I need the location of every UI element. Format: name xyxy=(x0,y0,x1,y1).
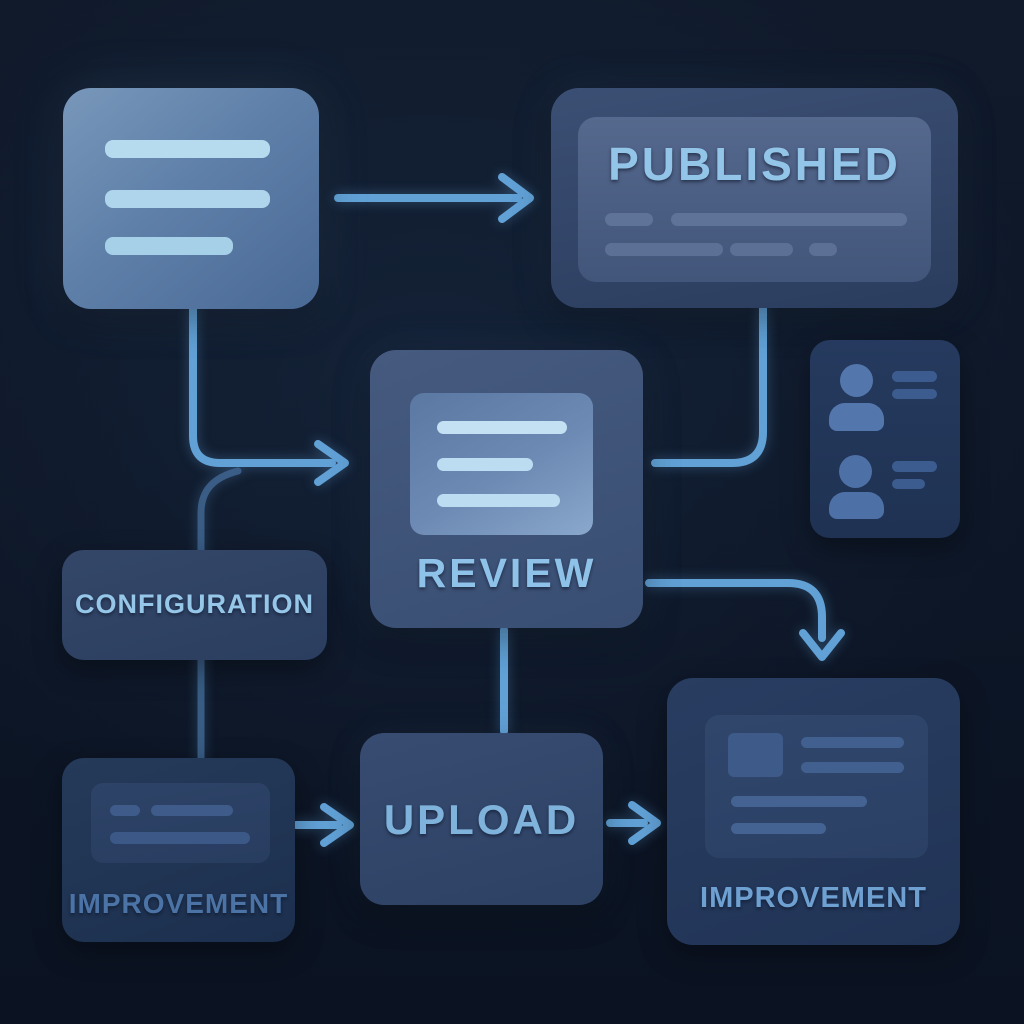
user-avatar-icon xyxy=(839,455,872,488)
text-line xyxy=(605,243,723,256)
text-line xyxy=(110,805,140,816)
node-configuration[interactable]: CONFIGURATION xyxy=(62,550,327,660)
published-card: PUBLISHED xyxy=(578,117,931,282)
improvement-card xyxy=(705,715,928,858)
thumbnail-placeholder xyxy=(728,733,783,777)
document-lines-icon xyxy=(410,393,593,535)
edge-improvement-upload-arrowhead xyxy=(320,803,354,847)
improvement-card xyxy=(91,783,270,863)
text-line xyxy=(731,823,826,834)
text-line xyxy=(730,243,793,256)
edge-upload-improvement-arrowhead xyxy=(628,801,661,845)
edge-draft-review-arrowhead xyxy=(314,440,349,486)
text-line xyxy=(437,458,533,471)
improvement-left-label: IMPROVEMENT xyxy=(68,888,289,919)
edge-review-improvement-arrowhead xyxy=(799,629,845,661)
node-improvement-right[interactable]: IMPROVEMENT xyxy=(667,678,960,945)
review-label: REVIEW xyxy=(416,550,597,596)
edge-published-review xyxy=(651,304,767,467)
text-line xyxy=(801,762,904,773)
configuration-label: CONFIGURATION xyxy=(75,589,314,619)
text-line xyxy=(605,213,653,226)
text-line xyxy=(731,796,867,807)
text-line xyxy=(809,243,837,256)
text-line xyxy=(671,213,907,226)
node-upload[interactable]: UPLOAD xyxy=(360,733,603,905)
text-line xyxy=(892,479,925,489)
edge-review-improvement xyxy=(645,579,826,642)
text-line xyxy=(437,421,567,434)
edge-draft-review xyxy=(189,305,336,467)
text-line xyxy=(110,832,250,844)
text-line xyxy=(151,805,233,816)
text-line xyxy=(105,190,270,208)
user-avatar-icon xyxy=(829,492,884,519)
edge-configuration-improvement xyxy=(197,467,242,762)
improvement-right-label: IMPROVEMENT xyxy=(700,882,927,914)
text-line xyxy=(105,237,233,255)
edge-draft-published-arrowhead xyxy=(498,173,534,223)
upload-label: UPLOAD xyxy=(383,796,580,843)
published-label: PUBLISHED xyxy=(608,138,901,190)
text-line xyxy=(892,371,937,382)
node-reviewers-card[interactable] xyxy=(810,340,960,538)
node-published[interactable]: PUBLISHED xyxy=(551,88,958,308)
text-line xyxy=(892,389,937,399)
text-line xyxy=(437,494,560,507)
user-avatar-icon xyxy=(840,364,873,397)
text-line xyxy=(801,737,904,748)
node-review[interactable]: REVIEW xyxy=(370,350,643,628)
node-improvement-left[interactable]: IMPROVEMENT xyxy=(62,758,295,942)
user-avatar-icon xyxy=(829,403,884,431)
text-line xyxy=(892,461,937,472)
node-draft-document[interactable] xyxy=(63,88,319,309)
text-line xyxy=(105,140,270,158)
